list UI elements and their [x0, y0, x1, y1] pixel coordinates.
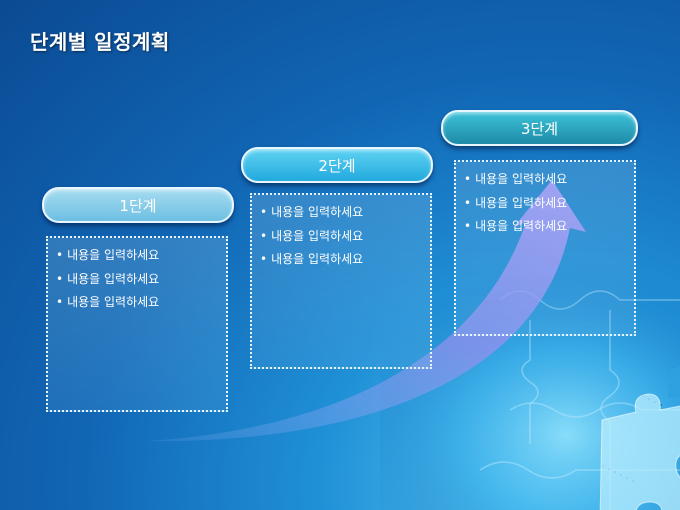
list-item-text: 내용을 입력하세요 [271, 252, 364, 266]
bullet: • [56, 295, 64, 309]
list-item-text: 내용을 입력하세요 [475, 195, 568, 210]
step-3-label-pill: 3단계 [441, 110, 638, 146]
list-item: •내용을 입력하세요 [260, 201, 422, 225]
step-1-label-pill: 1단계 [42, 187, 234, 223]
list-item: •내용을 입력하세요 [56, 291, 218, 315]
list-item-text: 내용을 입력하세요 [67, 295, 160, 309]
list-item: •내용을 입력하세요 [260, 225, 422, 249]
list-item: •내용을 입력하세요 [260, 248, 422, 272]
list-item: •내용을 입력하세요 [56, 244, 218, 268]
step-1-item-list: •내용을 입력하세요 •내용을 입력하세요 •내용을 입력하세요 [56, 244, 218, 315]
bullet: • [56, 271, 64, 286]
list-item: •내용을 입력하세요 [464, 168, 626, 192]
step-1-label: 1단계 [119, 196, 157, 215]
list-item-text: 내용을 입력하세요 [271, 205, 364, 219]
step-2-item-list: •내용을 입력하세요 •내용을 입력하세요 •내용을 입력하세요 [260, 201, 422, 272]
step-3-label: 3단계 [520, 119, 559, 138]
step-3-item-list: •내용을 입력하세요 •내용을 입력하세요 •내용을 입력하세요 [464, 168, 626, 239]
bullet: • [464, 219, 472, 233]
step-2-content-box: •내용을 입력하세요 •내용을 입력하세요 •내용을 입력하세요 [250, 193, 432, 369]
list-item: •내용을 입력하세요 [464, 215, 626, 239]
step-2-label-pill: 2단계 [241, 147, 433, 183]
list-item: •내용을 입력하세요 [464, 192, 626, 216]
bullet: • [260, 252, 268, 266]
bullet: • [464, 172, 472, 186]
list-item: •내용을 입력하세요 [56, 268, 218, 292]
bullet: • [464, 195, 472, 210]
bullet: • [56, 248, 64, 262]
step-3-content-box: •내용을 입력하세요 •내용을 입력하세요 •내용을 입력하세요 [454, 160, 636, 336]
list-item-text: 내용을 입력하세요 [271, 228, 364, 243]
bullet: • [260, 205, 268, 219]
step-2-label: 2단계 [318, 156, 356, 175]
bullet: • [260, 228, 268, 243]
slide-title: 단계별 일정계획 [30, 30, 170, 54]
list-item-text: 내용을 입력하세요 [67, 248, 160, 262]
step-1-content-box: •내용을 입력하세요 •내용을 입력하세요 •내용을 입력하세요 [46, 236, 228, 412]
list-item-text: 내용을 입력하세요 [475, 219, 568, 233]
list-item-text: 내용을 입력하세요 [475, 172, 568, 186]
list-item-text: 내용을 입력하세요 [67, 271, 160, 286]
